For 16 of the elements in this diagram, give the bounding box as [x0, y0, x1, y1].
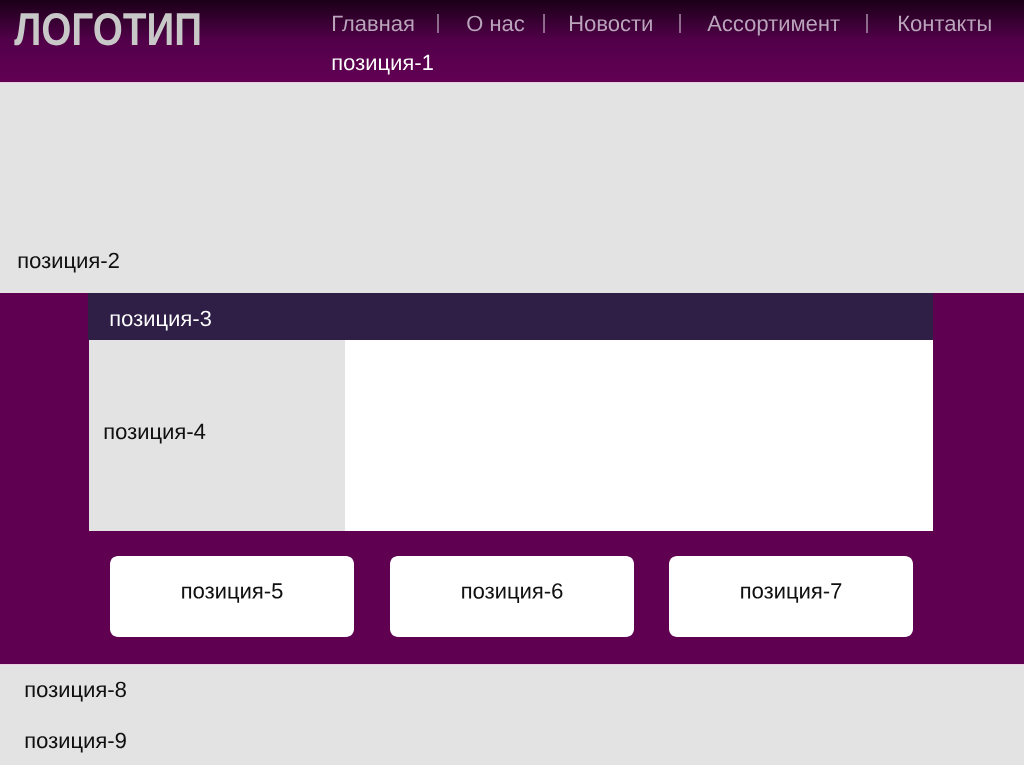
sidebar-box: позиция-4 [89, 340, 345, 531]
nav-link: Главная [333, 15, 414, 32]
placeholder-heading: ЛОГОТИП [14, 12, 200, 46]
nav-link: Ассортимент [707, 15, 840, 36]
nav-link: Новости [570, 15, 652, 32]
banner-area: позиция-2 [0, 83, 1024, 293]
title-bar: позиция-3 [88, 293, 933, 340]
placeholder-card: позиция-6 [390, 556, 634, 637]
nav-link: О нас [467, 15, 525, 32]
placeholder-label: позиция-9 [25, 732, 126, 753]
placeholder-label: позиция-8 [25, 681, 126, 702]
content-area [345, 340, 933, 531]
placeholder-card: позиция-7 [669, 556, 913, 637]
nav-link: Контакты [899, 15, 991, 32]
placeholder-label: позиция-1 [332, 54, 433, 75]
placeholder-card: позиция-5 [110, 556, 354, 637]
